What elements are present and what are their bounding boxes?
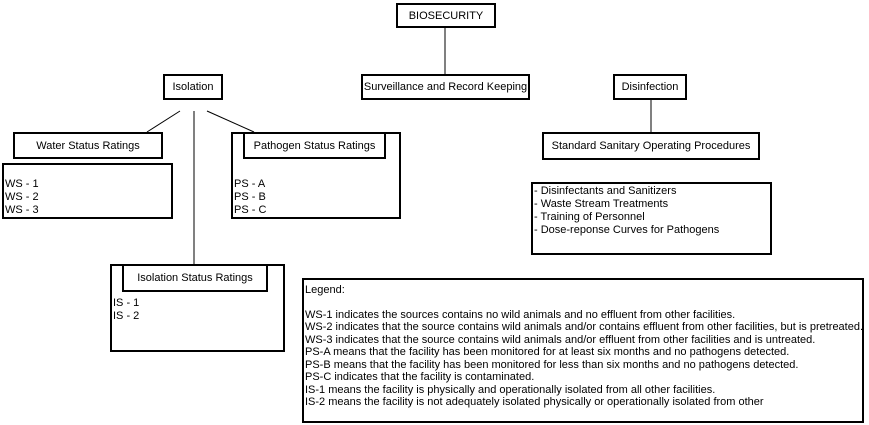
ssop-header: Standard Sanitary Operating Procedures [542,132,760,160]
water-status-list: WS - 1 WS - 2 WS - 3 [2,163,173,219]
pathogen-status-item: PS - A [234,178,266,190]
legend-line: WS-3 indicates that the source contains … [305,333,816,346]
ssop-item: - Training of Personnel [534,211,645,223]
pathogen-status-header: Pathogen Status Ratings [243,132,386,159]
ssop-item: - Waste Stream Treatments [534,198,669,210]
legend-line: IS-1 means the facility is physically an… [305,383,716,396]
isolation-status-item: IS - 1 [113,297,140,309]
pathogen-status-item: PS - C [234,204,267,216]
water-status-item: WS - 3 [5,204,39,216]
isolation-status-header: Isolation Status Ratings [122,264,268,292]
legend-line: IS-2 means the facility is not adequatel… [305,396,764,408]
water-status-item: WS - 1 [5,178,39,190]
biosecurity-label: BIOSECURITY [408,9,484,22]
biosecurity-box: BIOSECURITY [396,3,496,28]
isolation-box: Isolation [163,74,223,100]
isolation-status-item: IS - 2 [113,310,140,322]
isolation-label: Isolation [172,81,214,93]
disinfection-box: Disinfection [613,74,687,100]
ssop-item: - Disinfectants and Sanitizers [534,185,677,197]
water-status-header: Water Status Ratings [13,132,163,159]
connector-isolation-water [146,110,181,133]
surveillance-box: Surveillance and Record Keeping [361,74,530,100]
legend-title: Legend: [305,284,345,296]
ssop-label: Standard Sanitary Operating Procedures [551,140,751,152]
legend-line: PS-A means that the facility has been mo… [305,346,790,358]
legend-line: WS-2 indicates that the source contains … [305,321,864,333]
ssop-item: - Dose-reponse Curves for Pathogens [534,224,720,236]
legend-box: Legend: WS-1 indicates the sources conta… [302,278,864,423]
legend-line: PS-C indicates that the facility is cont… [305,371,535,383]
pathogen-status-item: PS - B [234,191,266,203]
legend-line: WS-1 indicates the sources contains no w… [305,308,736,321]
water-status-label: Water Status Ratings [36,139,140,152]
disinfection-label: Disinfection [621,81,679,93]
water-status-item: WS - 2 [5,191,39,203]
surveillance-label: Surveillance and Record Keeping [363,81,528,93]
legend-line: PS-B means that the facility has been mo… [305,358,799,371]
isolation-status-label: Isolation Status Ratings [137,272,253,284]
ssop-list: - Disinfectants and Sanitizers - Waste S… [531,182,772,255]
connector-isolation-pathogen [206,110,255,133]
pathogen-status-label: Pathogen Status Ratings [253,139,376,152]
